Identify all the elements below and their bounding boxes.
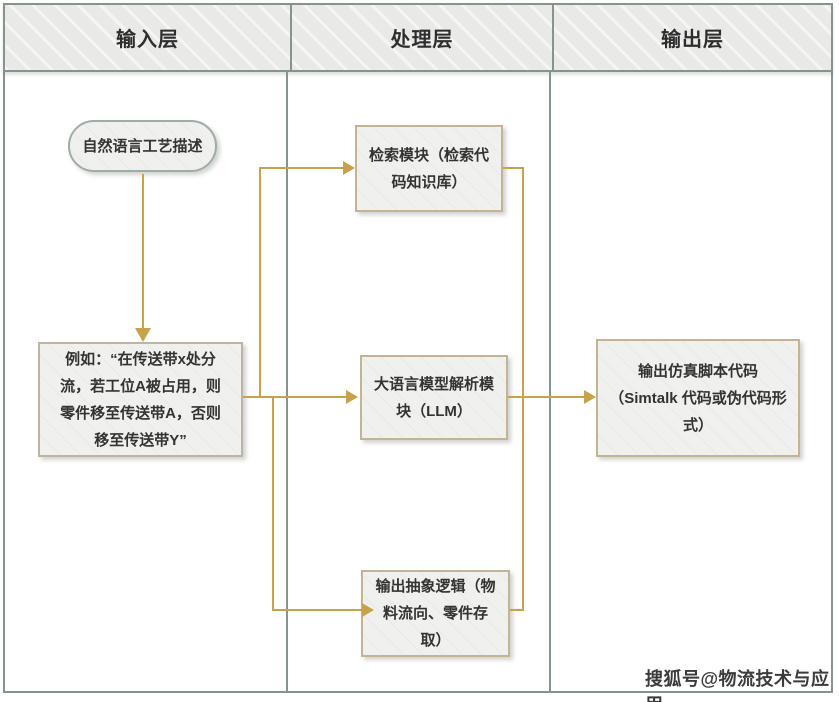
node-label: 输出抽象逻辑（物 料流向、零件存 取） [375, 578, 496, 649]
lane-divider-input-process [286, 72, 288, 693]
node-label: 例如：“在传送带x处分 流，若工位A被占用，则 零件移至传送带A，否则 移至传送… [60, 350, 221, 449]
node-label: 自然语言工艺描述 [82, 137, 203, 155]
lane-header-output: 输出层 [552, 5, 831, 70]
node-label: 检索模块（检索代 码知识库） [368, 146, 489, 191]
node-retrieval-module: 检索模块（检索代 码知识库） [355, 125, 503, 212]
watermark: 搜狐号@物流技术与应用 [645, 665, 839, 702]
lane-header-process: 处理层 [290, 5, 552, 70]
node-abstract-logic: 输出抽象逻辑（物 料流向、零件存 取） [361, 570, 510, 657]
lane-title-process: 处理层 [390, 29, 454, 51]
node-label: 输出仿真脚本代码 （Simtalk 代码或伪代码形 式） [609, 362, 787, 434]
node-llm-module: 大语言模型解析模 块（LLM） [360, 355, 508, 440]
node-example-text: 例如：“在传送带x处分 流，若工位A被占用，则 零件移至传送带A，否则 移至传送… [38, 342, 243, 457]
lane-title-output: 输出层 [661, 29, 724, 51]
node-natural-language-description: 自然语言工艺描述 [68, 120, 217, 172]
lane-title-input: 输入层 [116, 29, 179, 51]
watermark-text: 搜狐号@物流技术与应用 [645, 669, 830, 702]
lane-header-input: 输入层 [5, 5, 290, 70]
lane-divider-process-output [549, 72, 551, 693]
node-label: 大语言模型解析模 块（LLM） [373, 375, 494, 420]
node-output-script-code: 输出仿真脚本代码 （Simtalk 代码或伪代码形 式） [596, 339, 800, 457]
lane-header-row: 输入层 处理层 输出层 [3, 3, 833, 72]
